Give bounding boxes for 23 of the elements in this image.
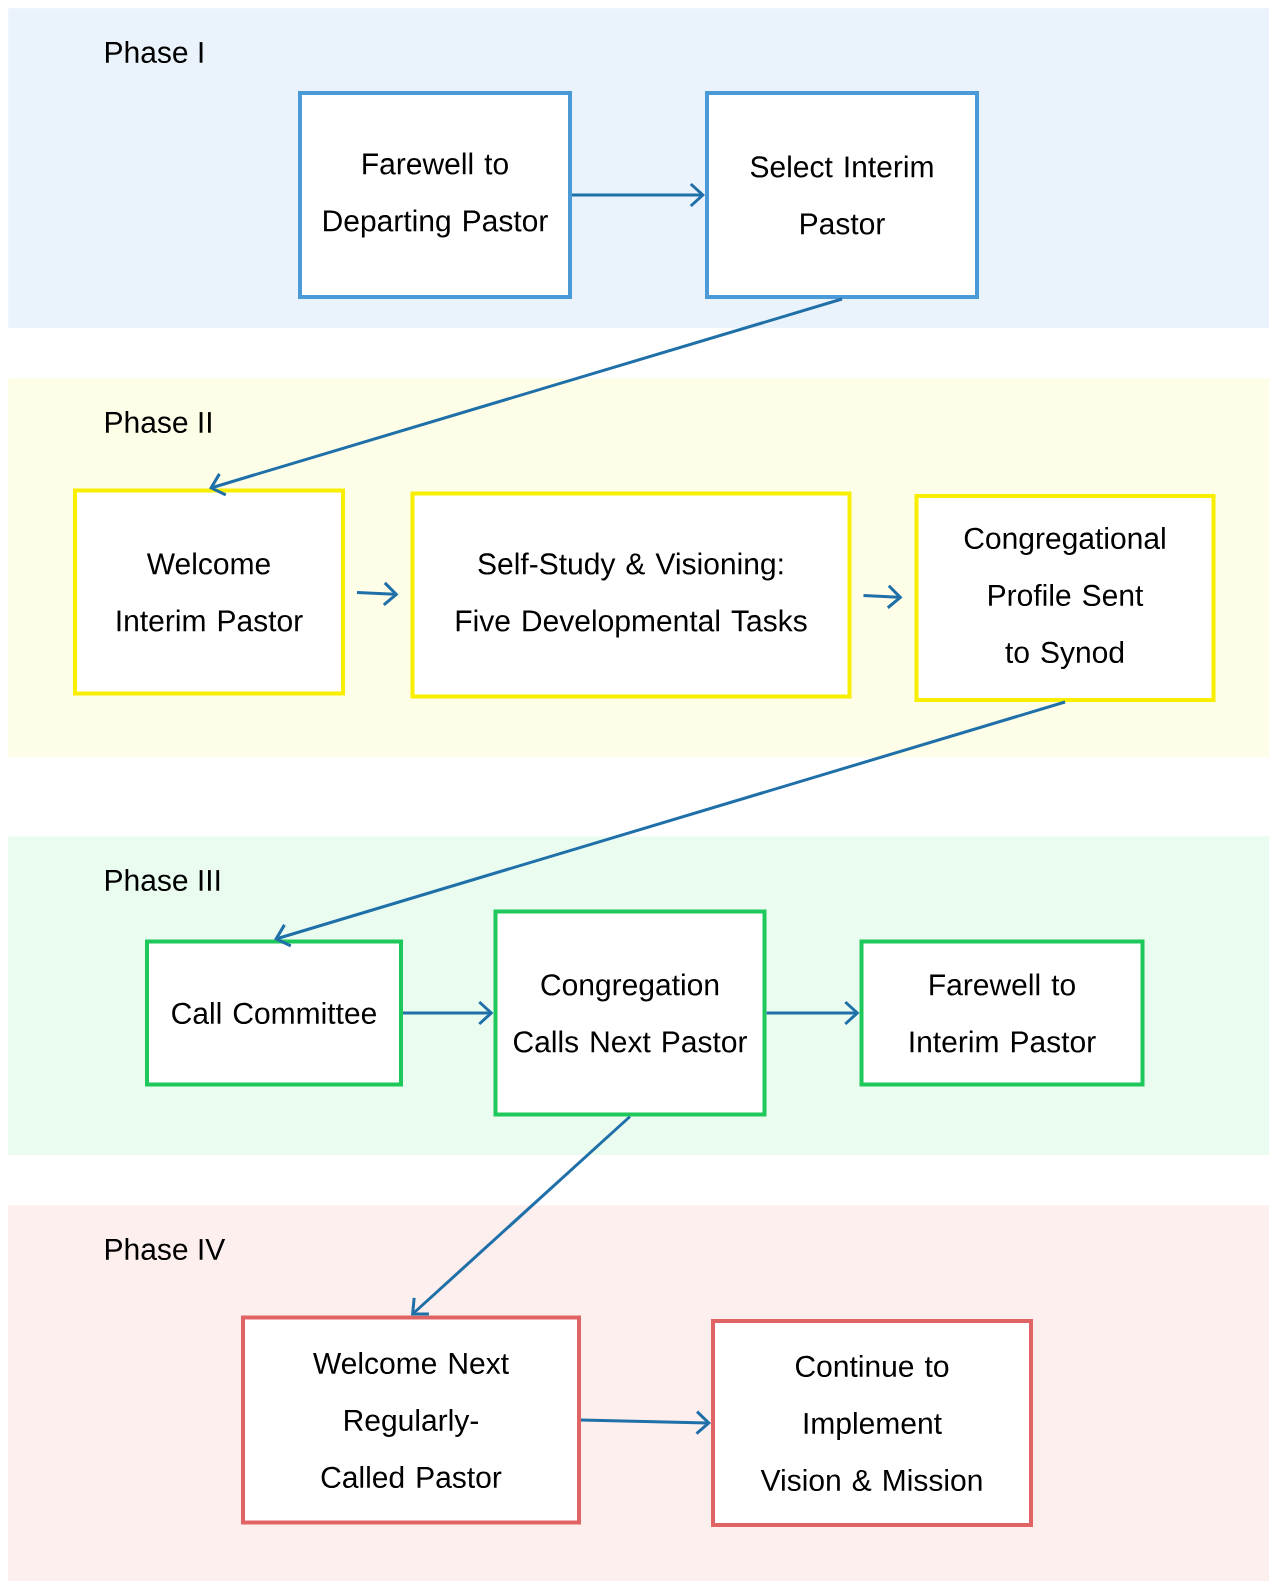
process-box: Welcome Next Regularly-Called Pastor [241,1315,581,1525]
phase-heading: Phase IV [106,1238,226,1261]
arrow [580,1410,711,1435]
arrow [356,581,399,606]
arrow [403,1000,494,1026]
process-box: Welcome Interim Pastor [73,488,345,696]
arrow [863,584,903,609]
process-box: Continue to Implement Vision & Mission [711,1319,1033,1527]
arrow [766,1000,860,1026]
process-box: Self-Study & Visioning: Five Developmental Tasks [410,491,852,699]
process-box: Farewell to Departing Pastor [298,91,572,299]
process-box: Congregational Profile Sent to Synod [914,494,1216,702]
phase-heading: Phase I [106,41,203,63]
process-box: Select Interim Pastor [705,91,979,299]
arrow [411,1115,631,1316]
arrow [274,700,1066,948]
arrow [209,297,843,497]
phase-heading: Phase II [106,411,211,434]
arrow [572,182,705,208]
process-box: Call Committee [145,939,403,1087]
phase-heading: Phase III [106,869,220,892]
process-box: Congregation Calls Next Pastor [493,909,767,1117]
process-box: Farewell to Interim Pastor [859,939,1145,1087]
